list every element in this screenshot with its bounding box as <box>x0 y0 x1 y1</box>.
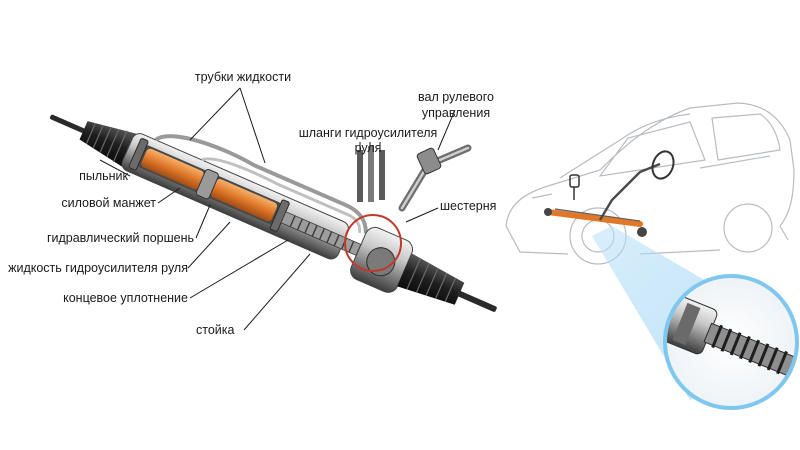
label-steering-shaft-2: управления <box>421 106 491 120</box>
piston <box>195 168 219 200</box>
fluid-chamber-left <box>141 148 204 190</box>
label-fluid-tubes: трубки жидкости <box>194 70 292 84</box>
left-tie-rod <box>49 114 88 135</box>
label-end-seal: концевое уплотнение <box>63 291 188 305</box>
steering-rack-assembly <box>49 114 497 312</box>
label-power-seal: силовой манжет <box>61 196 156 210</box>
label-steering-shaft-1: вал рулевого <box>418 90 494 104</box>
label-rack: стойка <box>196 323 235 337</box>
zoom-inset <box>663 274 799 410</box>
label-pinion: шестерня <box>440 199 497 213</box>
left-boot <box>79 121 137 167</box>
label-pump-hoses-1: шланги гидроусилителя <box>298 126 438 140</box>
label-pump-hoses-2: руля <box>354 141 382 155</box>
fluid-tube-upper <box>154 134 368 234</box>
pump-hoses <box>357 146 385 202</box>
fluid-tube-lower <box>201 157 362 233</box>
label-power-steering-fluid: жидкость гидроусилителя руля <box>8 261 188 275</box>
car-steering-system <box>544 150 675 237</box>
pinion-highlight-circle <box>344 214 402 272</box>
leader-lines <box>99 87 456 331</box>
label-boot: пыльник <box>79 169 128 183</box>
right-boot <box>397 253 465 305</box>
label-hydraulic-piston: гидравлический поршень <box>46 231 194 245</box>
car-illustration <box>505 102 795 265</box>
fluid-chamber-right <box>211 179 278 222</box>
power-seal <box>128 138 149 171</box>
right-tie-rod <box>457 290 497 312</box>
steering-shaft <box>398 144 472 212</box>
